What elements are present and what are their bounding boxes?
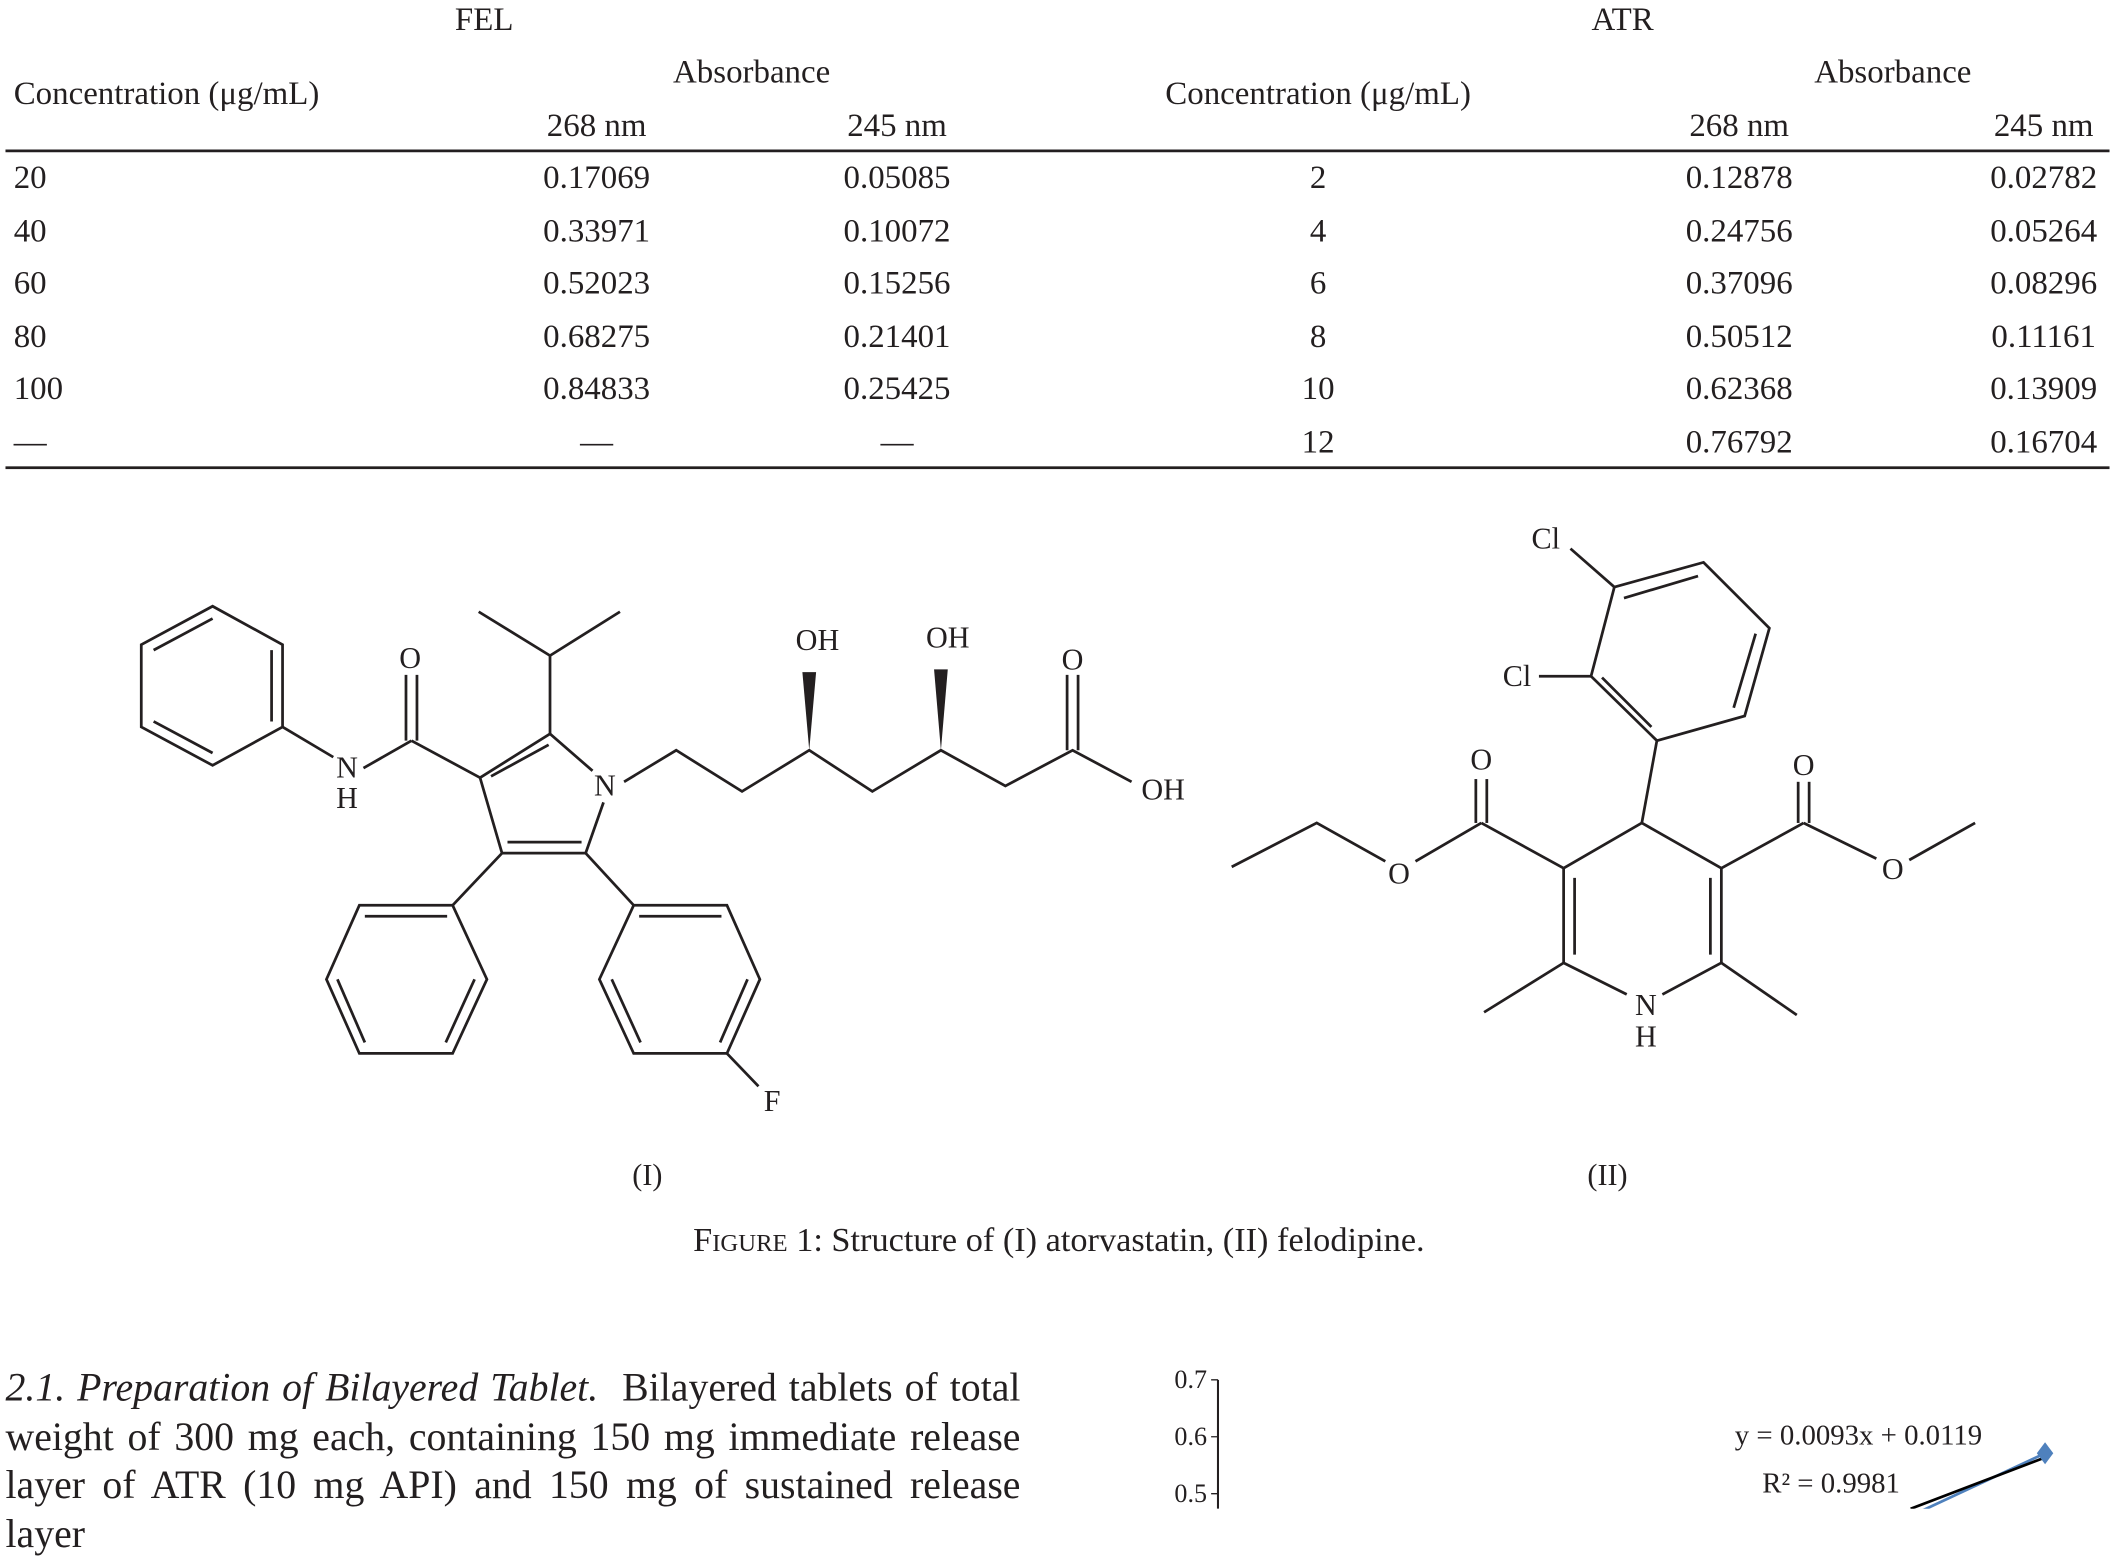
fel-cell: 0.68275 [543, 318, 651, 355]
atr-cell: 8 [1309, 318, 1327, 355]
panel-label-ii: (II) [1587, 1158, 1627, 1192]
y-tick-label: 0.7 [1174, 1365, 1207, 1394]
fel-cell: 0.52023 [543, 266, 651, 302]
fel-cell: 20 [13, 160, 47, 197]
atr-cell: 0.02782 [1990, 160, 2098, 197]
svg-text:N: N [336, 751, 358, 785]
atr-cell: 0.13909 [1990, 371, 2098, 408]
atr-cell: 0.62368 [1685, 371, 1793, 408]
felodipine-structure [1231, 547, 1976, 1017]
atr-absorbance-header: Absorbance [1814, 54, 1972, 91]
svg-text:O: O [1062, 642, 1084, 676]
atr-cell: 10 [1301, 371, 1335, 408]
atr-cell: 6 [1309, 266, 1327, 302]
wedge-bond-2 [934, 669, 948, 751]
fel-cell: 80 [13, 318, 47, 355]
page: FEL ATR Absorbance Absorbance Concentrat… [5, 2, 2110, 1556]
svg-text:OH: OH [926, 620, 970, 654]
svg-text:Cl: Cl [1532, 522, 1561, 556]
atr-cell: 0.05264 [1990, 213, 2098, 249]
calibration-chart: y = 0.0093x + 0.0119 R² = 0.9981 0.7 0.6 0… [1174, 1365, 2054, 1509]
chemical-structures: O N H N OH OH O OH F (I) Cl Cl [139, 522, 1976, 1192]
atr-cell: 0.24756 [1685, 213, 1793, 249]
fel-cell: — [13, 424, 47, 461]
fel-cell: — [580, 424, 614, 461]
atr-cell: 0.08296 [1990, 266, 2098, 302]
fel-245-header: 245 nm [847, 108, 947, 145]
atr-cell: 0.12878 [1685, 160, 1793, 197]
svg-text:H: H [1635, 1020, 1657, 1054]
fel-cell: 60 [13, 266, 47, 302]
atr-cell: 0.37096 [1685, 266, 1793, 302]
fel-cell: 0.10072 [843, 213, 951, 249]
atr-cell: 0.16704 [1990, 424, 2098, 461]
fel-268-header: 268 nm [546, 108, 647, 145]
atr-title: ATR [1591, 2, 1654, 39]
svg-text:H: H [336, 781, 358, 815]
fel-cell: 0.15256 [843, 266, 951, 302]
svg-text:OH: OH [796, 623, 840, 657]
fel-cell: — [880, 424, 914, 461]
fel-cell: 0.05085 [843, 160, 951, 197]
svg-text:Cl: Cl [1503, 659, 1532, 693]
fel-cell: 0.21401 [843, 318, 951, 355]
atr-cell: 12 [1301, 424, 1335, 461]
fel-cell: 0.33971 [543, 213, 651, 249]
table-bottom-rule [5, 466, 2110, 469]
fel-title: FEL [454, 2, 514, 39]
svg-text:N: N [594, 769, 616, 803]
atr-cell: 2 [1309, 160, 1327, 197]
atr-concentration-header: Concentration (μg/mL) [1165, 76, 1471, 113]
svg-text:N: N [1635, 988, 1657, 1022]
wedge-bond-1 [802, 672, 817, 751]
atorvastatin-structure [139, 604, 1133, 1088]
svg-text:O: O [1470, 742, 1492, 776]
svg-text:O: O [1388, 856, 1410, 890]
atr-cell: 0.11161 [1991, 318, 2096, 355]
y-tick-label: 0.6 [1174, 1422, 1207, 1451]
atr-cell: 0.76792 [1685, 424, 1793, 461]
panel-label-i: (I) [632, 1158, 662, 1192]
svg-text:O: O [399, 641, 421, 675]
figure-caption: Figure 1: Structure of (I) atorvastatin,… [693, 1222, 1425, 1260]
atr-245-header: 245 nm [1993, 108, 2094, 145]
svg-text:OH: OH [1141, 773, 1185, 807]
y-tick-label: 0.5 [1174, 1479, 1207, 1508]
fel-cell: 100 [13, 371, 64, 408]
fel-cell: 0.17069 [543, 160, 651, 197]
svg-text:O: O [1793, 748, 1815, 782]
section-heading: 2.1. Preparation of Bilayered Tablet. [5, 1366, 599, 1411]
fel-cell: 0.25425 [843, 371, 951, 408]
equation-label: y = 0.0093x + 0.0119 [1735, 1419, 1982, 1451]
atr-cell: 0.50512 [1685, 318, 1793, 355]
svg-text:F: F [764, 1084, 781, 1118]
atr-cell: 4 [1309, 213, 1327, 249]
trendline [1910, 1456, 2045, 1509]
fel-cell: 40 [13, 213, 47, 249]
svg-text:O: O [1882, 852, 1904, 886]
fel-absorbance-header: Absorbance [673, 54, 831, 91]
fel-concentration-header: Concentration (μg/mL) [13, 76, 320, 113]
table-header-rule [5, 149, 2110, 152]
atr-268-header: 268 nm [1689, 108, 1790, 145]
r-squared-label: R² = 0.9981 [1762, 1467, 1900, 1499]
fel-cell: 0.84833 [543, 371, 651, 408]
